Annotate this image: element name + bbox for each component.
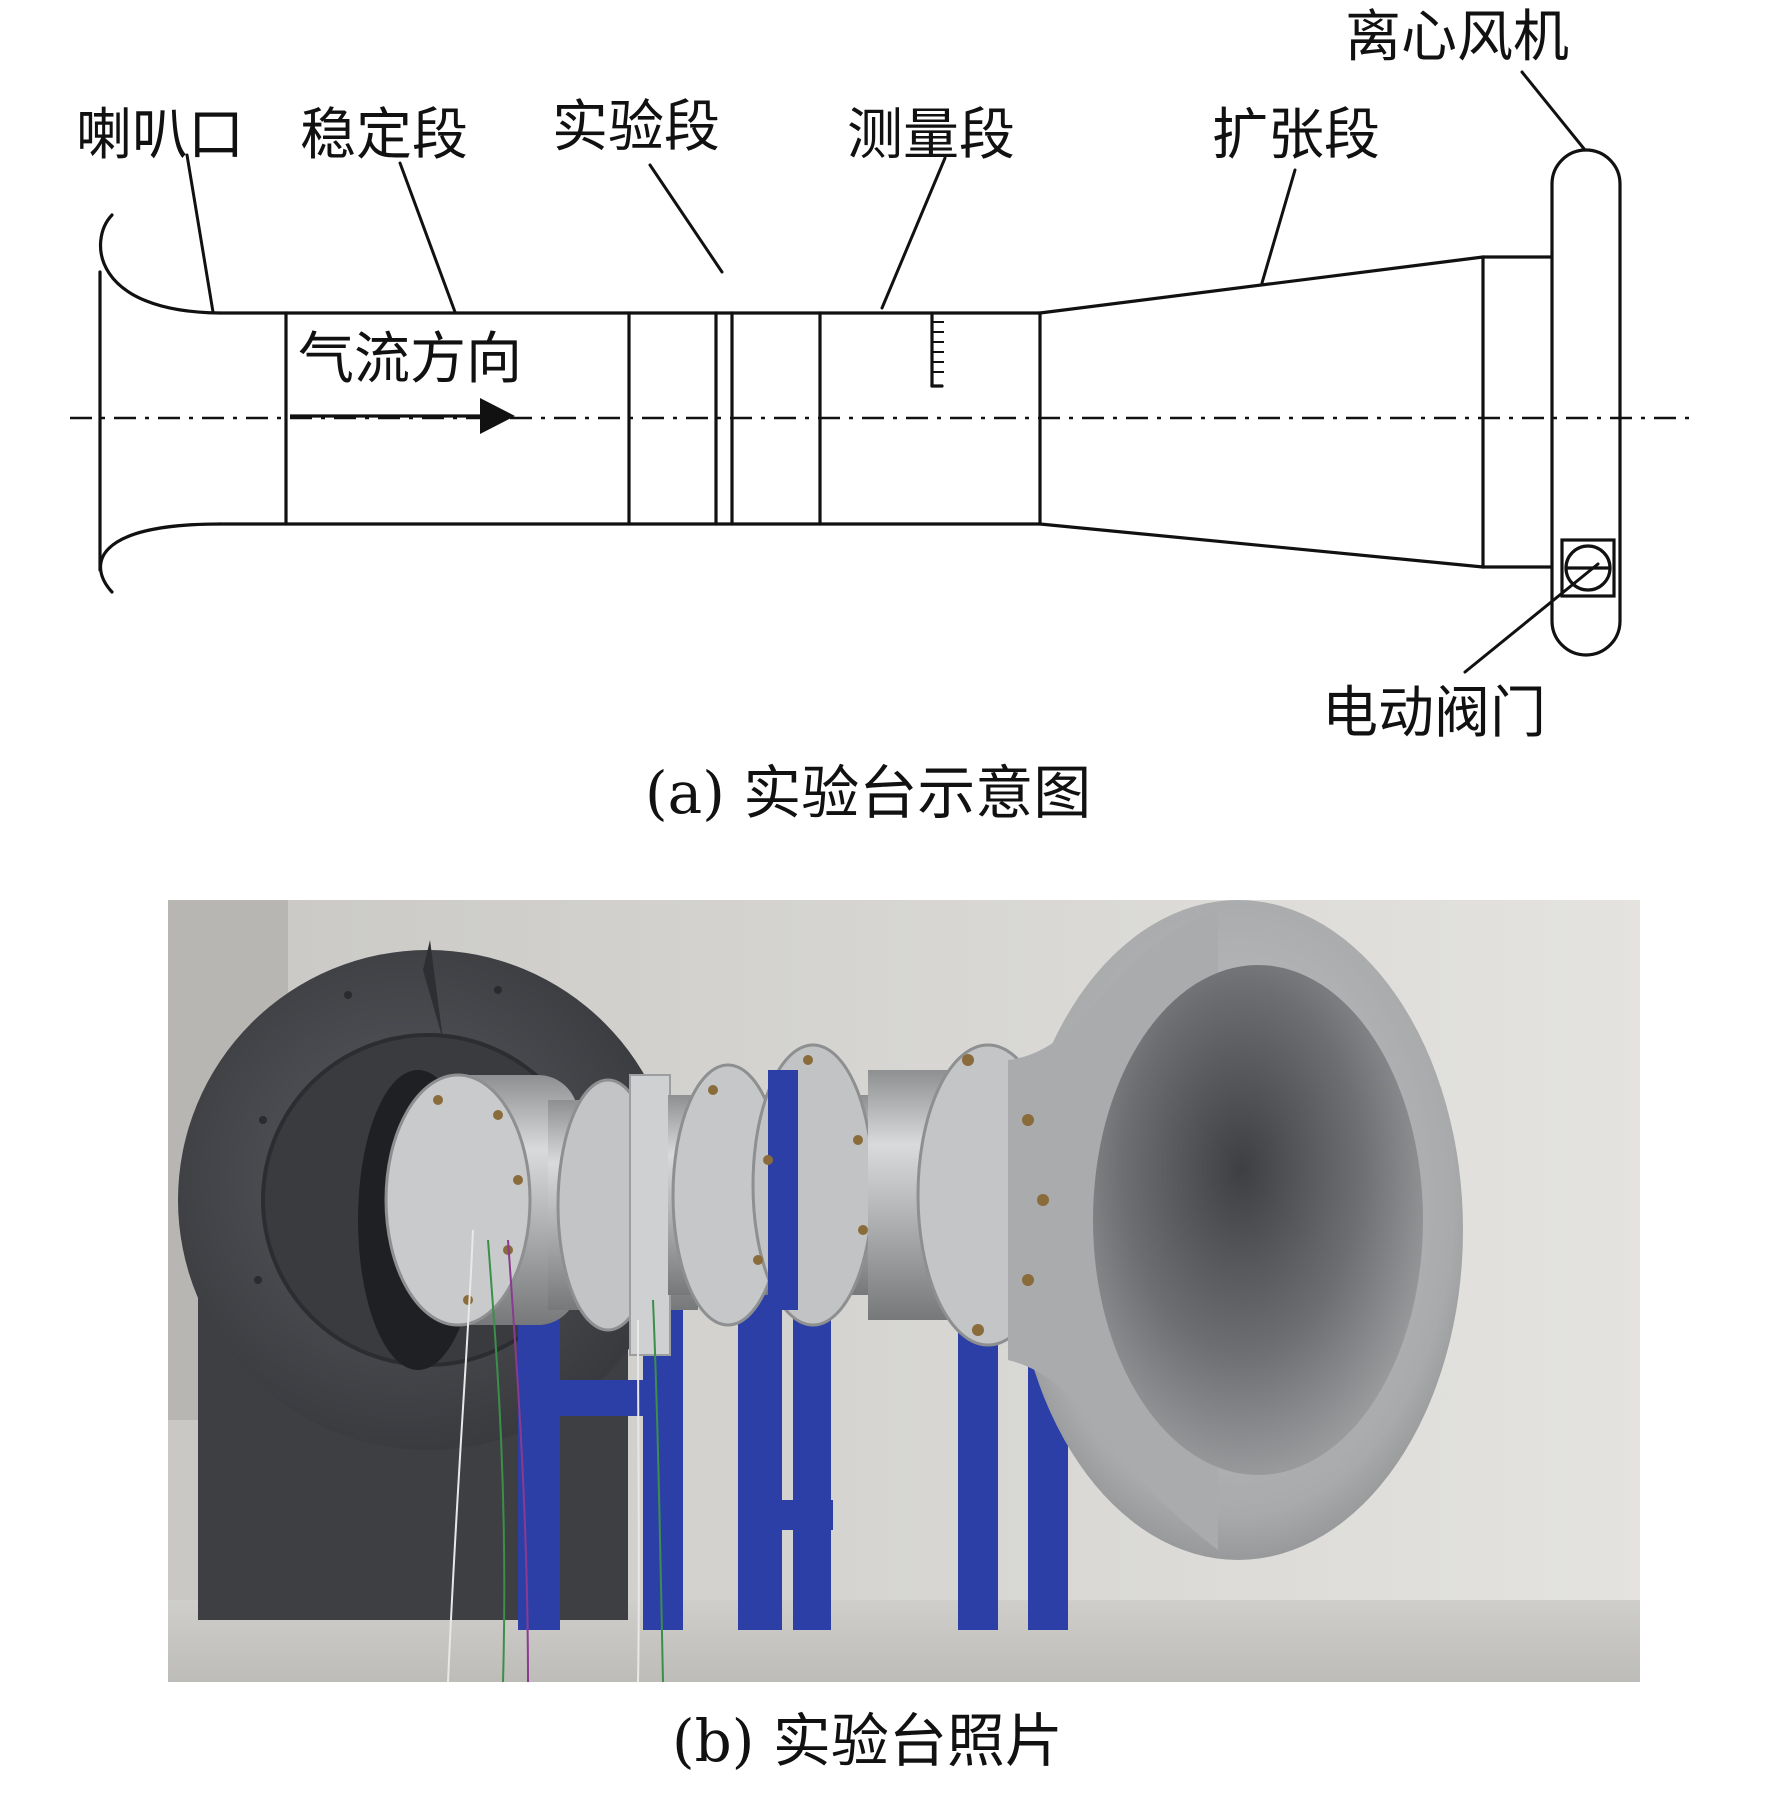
flow-arrow-head — [480, 398, 515, 434]
probe-ticks — [932, 321, 944, 373]
fan-fin — [423, 940, 443, 1040]
label-settling: 稳定段 — [300, 103, 468, 168]
leader-inlet — [185, 153, 215, 314]
bellmouth-inner — [1093, 965, 1423, 1475]
leader-settling — [398, 161, 457, 314]
test-rig-photo-drawing — [168, 900, 1640, 1682]
label-fan: 离心风机 — [1345, 5, 1569, 70]
blue-clamp — [768, 1070, 798, 1310]
caption-photo: (b) 实验台照片 — [672, 1707, 1063, 1775]
flange-bolts — [433, 1054, 1049, 1336]
label-diffuser: 扩张段 — [1212, 103, 1380, 168]
sensor-cables — [447, 1229, 664, 1682]
caption-schematic: (a) 实验台示意图 — [645, 759, 1092, 827]
label-valve: 电动阀门 — [1322, 681, 1546, 746]
test-rig-photo — [168, 900, 1640, 1682]
leader-test — [648, 163, 724, 274]
label-inlet: 喇叭口 — [76, 103, 244, 168]
test-rig-schematic — [70, 70, 1690, 674]
label-measure: 测量段 — [847, 103, 1015, 168]
leader-measure — [880, 156, 947, 310]
diffuser-bottom — [1038, 522, 1485, 569]
leader-diffuser — [1260, 168, 1297, 285]
bellmouth-inlet-bottom — [98, 522, 222, 594]
label-test: 实验段 — [552, 95, 720, 160]
flange-1 — [384, 1073, 532, 1327]
leader-valve — [1463, 562, 1600, 674]
bellmouth-inlet-top — [99, 213, 222, 315]
leader-fan — [1520, 70, 1587, 152]
diffuser-top — [1038, 255, 1485, 315]
electric-valve-box — [1560, 538, 1616, 598]
probe-mount — [629, 1074, 671, 1356]
label-flow-direction: 气流方向 — [298, 327, 522, 392]
